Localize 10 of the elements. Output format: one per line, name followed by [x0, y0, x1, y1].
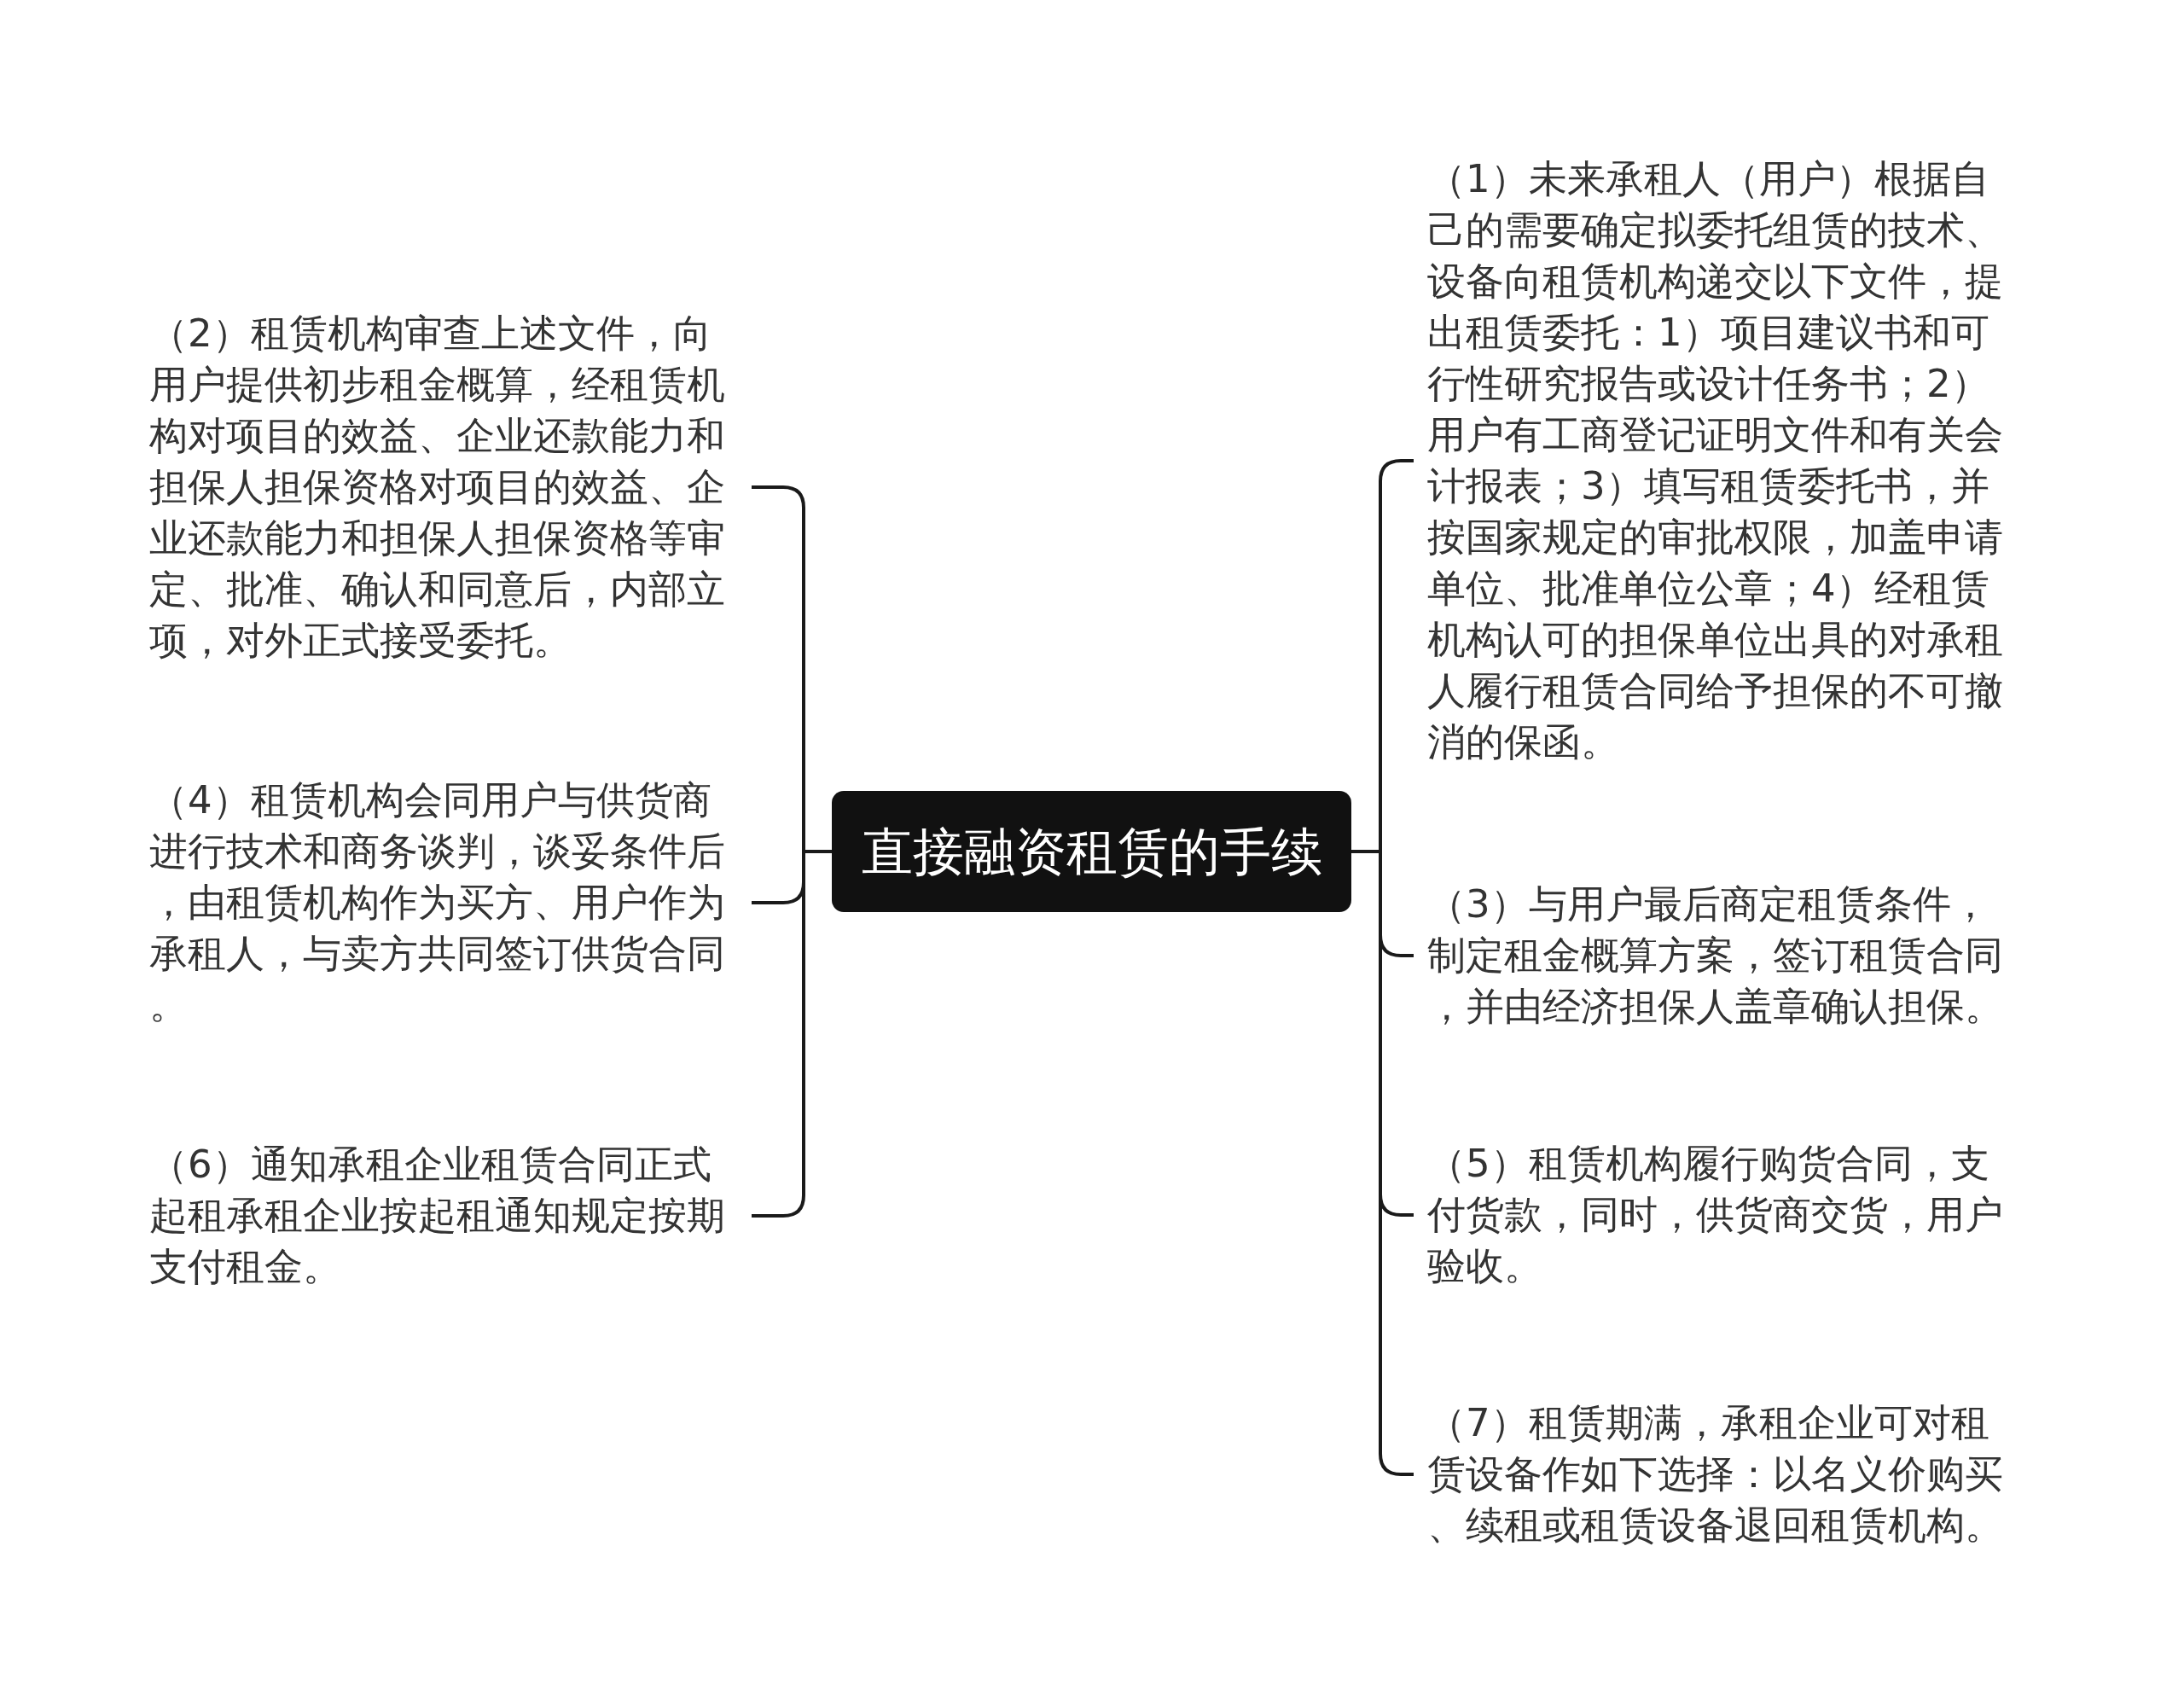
topic-title: 直接融资租赁的手续 [861, 821, 1322, 882]
step-text: （3）与用户最后商定租赁条件，制定租金概算方案，签订租赁合同，并由经济担保人盖章确认担保。 [1414, 879, 2016, 1032]
step-text: （5）租赁机构履行购货合同，支付货款，同时，供货商交货，用户验收。 [1414, 1138, 2016, 1292]
step-text: （4）租赁机构会同用户与供货商进行技术和商务谈判，谈妥条件后，由租赁机构作为买方、用户作为承租人，与卖方共同签订供货合同。 [149, 775, 752, 1031]
step-text: （1）未来承租人（用户）根据自己的需要确定拟委托组赁的技术、设备向租赁机构递交以下文件，提出租赁委托：1）项目建议书和可行性研究报告或设计任务书；2）用户有工商登记证明文件和有关会计报表；3）填写租赁委托书，并按国家规定的审批权限，加盖申请单位、批准单位公章；4）经租赁机构认可的担保单位出具的对承租人履行租赁合同给予担保的不可撤消的保函。 [1414, 154, 2016, 768]
step-text: （6）通知承租企业租赁合同正式起租承租企业按起租通知规定按期支付租金。 [149, 1139, 752, 1293]
step-text: （2）租赁机构审查上述文件，向用户提供初步租金概算，经租赁机构对项目的效益、企业还款能力和担保人担保资格对项目的效益、企业还款能力和担保人担保资格等审定、批准、确认和同意后，内部立项，对外正式接受委托。 [149, 308, 752, 666]
connector-line [752, 850, 832, 1218]
step-text: （7）租赁期满，承租企业可对租赁设备作如下选择：以名义价购买、续租或租赁设备退回租赁机构。 [1414, 1398, 2016, 1551]
central-topic-box [832, 791, 1351, 912]
